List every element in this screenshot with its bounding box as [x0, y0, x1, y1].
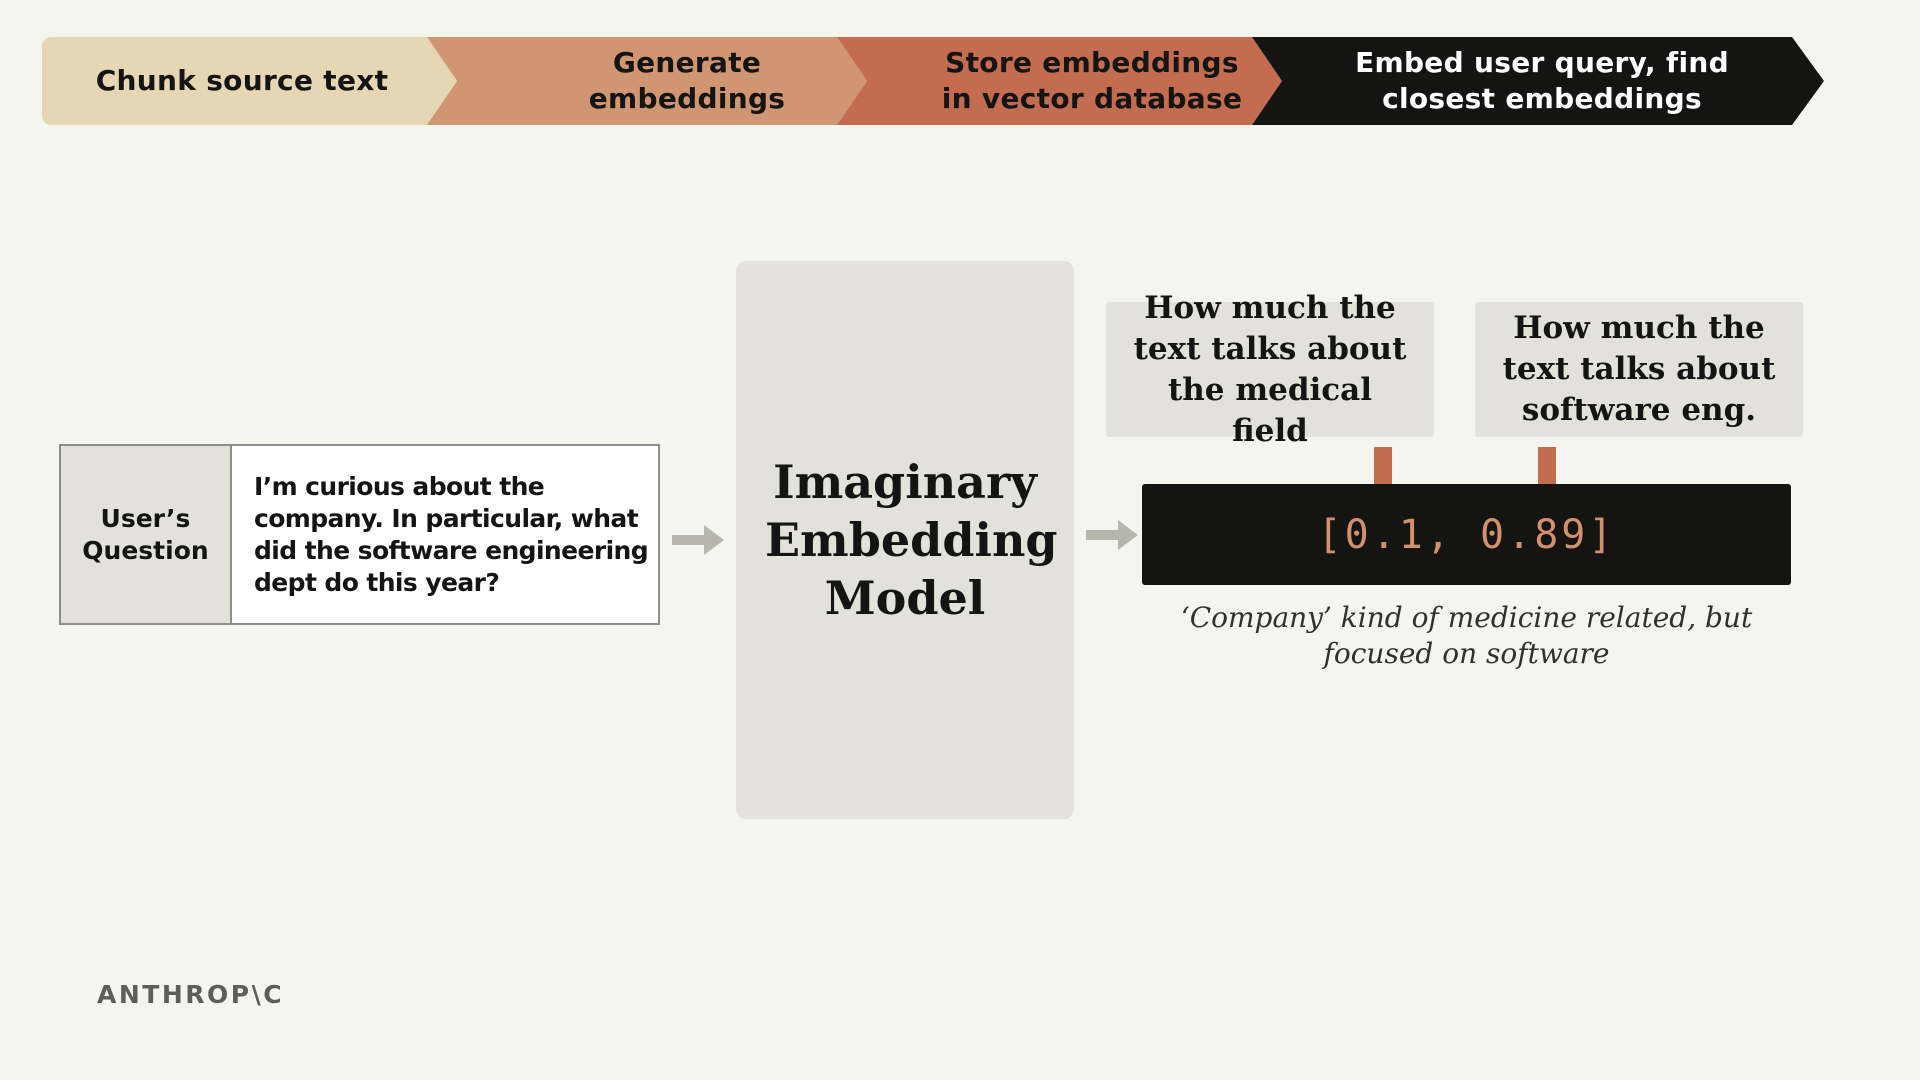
- pipeline-step-4-label: Embed user query, find closest embedding…: [1355, 46, 1729, 115]
- dimension-software-label: How much the text talks about software e…: [1502, 310, 1776, 428]
- pipeline-step-3-label: Store embeddings in vector database: [941, 46, 1243, 115]
- pipeline-step-1-label: Chunk source text: [95, 64, 389, 97]
- pipeline-steps: Chunk source text Generate embeddings St…: [42, 37, 1827, 125]
- anthropic-logo: ANTHROP\C: [97, 980, 285, 1009]
- user-question-text: I’m curious about the company. In partic…: [254, 471, 649, 597]
- dimension-medical-label: How much the text talks about the medica…: [1133, 289, 1407, 449]
- pipeline-step-4-shape: [1252, 37, 1824, 125]
- user-question-box: User’s Question I’m curious about the co…: [59, 444, 660, 625]
- embedding-caption: ‘Company’ kind of medicine related, but …: [1180, 601, 1753, 670]
- dimension-medical-card: How much the text talks about the medica…: [1106, 290, 1434, 449]
- pipeline-step-1-shape: [42, 37, 457, 125]
- embedding-vector-box: [0.1, 0.89]: [1142, 484, 1791, 585]
- embedding-vector-text: [0.1, 0.89]: [1317, 511, 1616, 558]
- embedding-model-box: Imaginary Embedding Model: [736, 261, 1074, 819]
- arrow-right-icon: [1086, 520, 1138, 550]
- arrow-right-icon: [672, 525, 724, 555]
- pipeline-chevrons: [42, 37, 1824, 125]
- dimension-software-card: How much the text talks about software e…: [1475, 302, 1803, 437]
- embedding-model-label: Imaginary Embedding Model: [765, 455, 1058, 625]
- pipeline-step-2-label: Generate embeddings: [588, 46, 786, 115]
- pipeline-step-2-shape: [427, 37, 867, 125]
- pipeline-step-3-shape: [837, 37, 1282, 125]
- user-question-label: User’s Question: [61, 446, 232, 623]
